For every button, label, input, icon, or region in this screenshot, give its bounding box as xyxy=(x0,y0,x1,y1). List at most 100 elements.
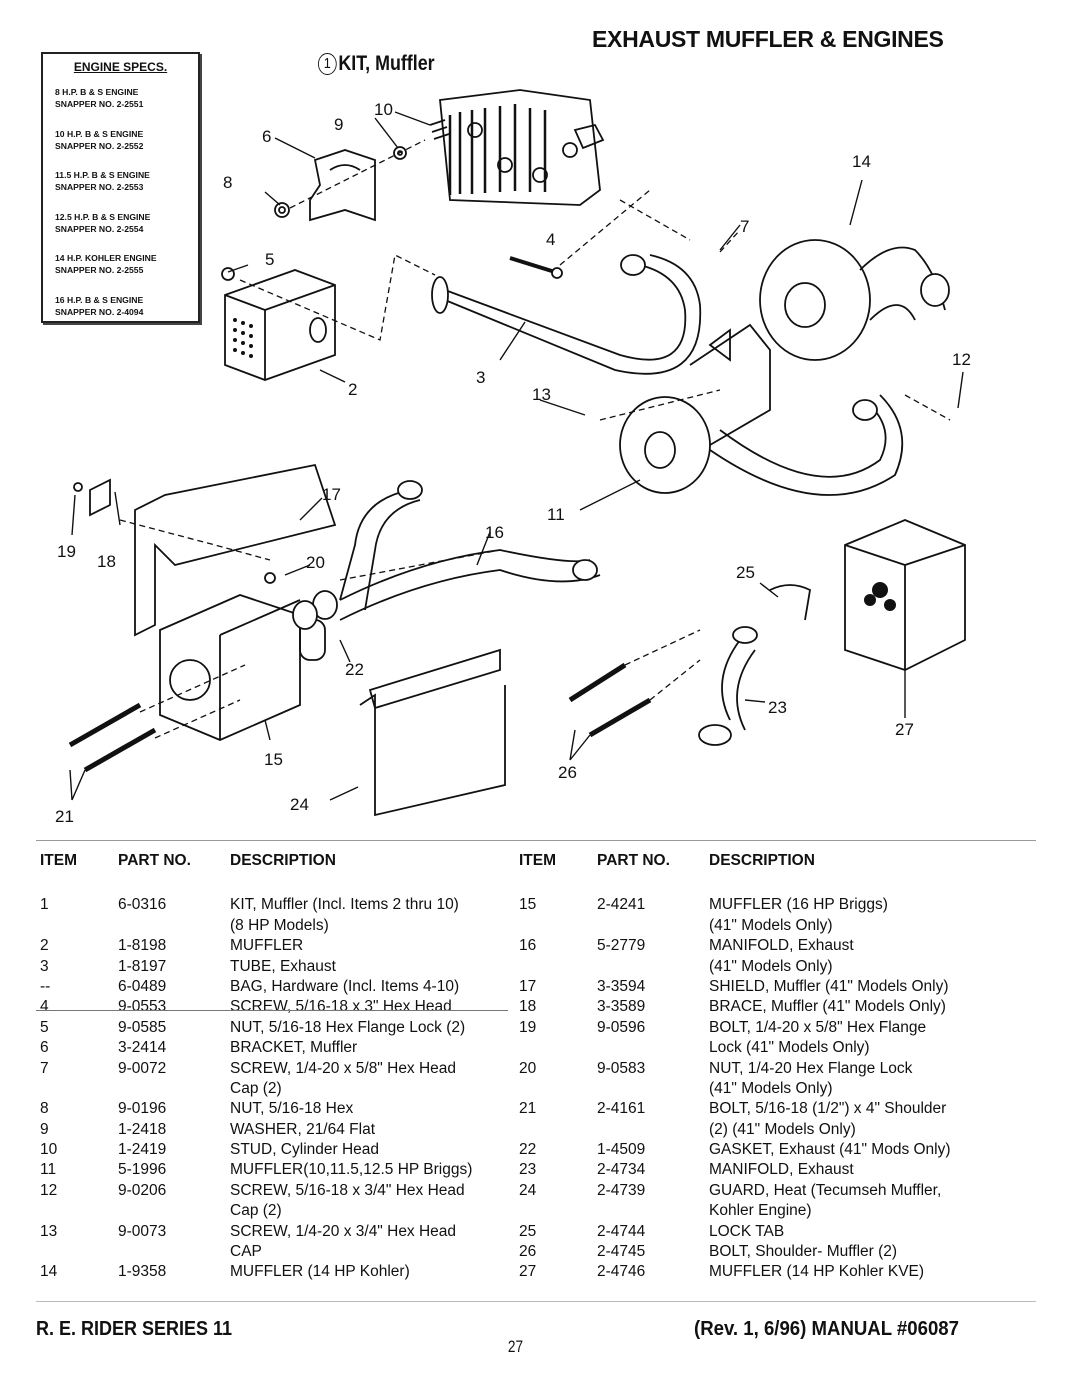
part-no-cell: 1-9358 xyxy=(118,1263,167,1281)
table-row: 25 2-4744 LOCK TAB xyxy=(519,1223,999,1243)
description-cell: BOLT, 1/4-20 x 5/8" Hex Flange xyxy=(709,1018,927,1036)
table-row: (8 HP Models) xyxy=(40,917,520,937)
muffler-15-drawing xyxy=(159,594,326,741)
item-cell: 16 xyxy=(519,937,537,955)
item-cell xyxy=(519,1039,597,1059)
heat-guard-drawing xyxy=(359,648,506,817)
description-cell: (41" Models Only) xyxy=(709,957,833,975)
part-no-cell xyxy=(118,917,230,937)
engine-spec-engine: 10 H.P. B & S ENGINE xyxy=(55,128,144,139)
description-cell: BOLT, Shoulder- Muffler (2) xyxy=(709,1243,898,1261)
part-no-cell: 9-0585 xyxy=(118,1018,167,1036)
engine-specs-title: ENGINE SPECS. xyxy=(73,60,168,74)
table-row: CAP xyxy=(40,1243,520,1263)
callout-7: 7 xyxy=(740,217,749,236)
manifold-16-drawing xyxy=(339,549,601,621)
part-no-cell: 3-3594 xyxy=(597,977,646,995)
callout-20: 20 xyxy=(306,553,325,572)
item-cell: 12 xyxy=(40,1181,58,1199)
part-no-cell: 2-4161 xyxy=(597,1100,646,1118)
table-row: 19 9-0596 BOLT, 1/4-20 x 5/8" Hex Flange xyxy=(519,1019,999,1039)
engine-spec-snapper-no: SNAPPER NO. 2-4094 xyxy=(55,306,144,317)
part-no-cell: 3-3589 xyxy=(597,998,646,1016)
item-cell: 23 xyxy=(519,1161,537,1179)
item-cell xyxy=(40,917,118,937)
item-cell: 14 xyxy=(40,1263,58,1281)
description-cell: Kohler Engine) xyxy=(709,1202,812,1220)
item-cell: 19 xyxy=(519,1018,537,1036)
part-no-cell: 3-2414 xyxy=(118,1039,167,1057)
part-no-cell xyxy=(597,1039,709,1059)
header-item: ITEM xyxy=(40,852,78,869)
footer-manual: (Rev. 1, 6/96) MANUAL #06087 xyxy=(694,1318,960,1340)
part-no-cell: 2-4744 xyxy=(597,1222,646,1240)
callout-12: 12 xyxy=(952,350,971,369)
callout-10: 10 xyxy=(374,100,393,119)
part-no-cell: 9-0196 xyxy=(118,1100,167,1118)
table-top-rule xyxy=(36,840,1036,841)
description-cell: NUT, 1/4-20 Hex Flange Lock xyxy=(709,1059,913,1077)
part-no-cell: 2-4241 xyxy=(597,896,646,914)
part-no-cell: 2-4734 xyxy=(597,1161,646,1179)
item-cell xyxy=(40,1243,118,1263)
engine-spec-snapper-no: SNAPPER NO. 2-2551 xyxy=(55,99,144,109)
item-cell xyxy=(519,1121,597,1141)
callout-9: 9 xyxy=(334,115,343,134)
description-cell: MANIFOLD, Exhaust xyxy=(709,937,854,955)
callout-25: 25 xyxy=(736,563,755,582)
table-row: Kohler Engine) xyxy=(519,1202,999,1222)
item-cell: 26 xyxy=(519,1243,537,1261)
callout-18: 18 xyxy=(97,552,116,571)
description-cell: LOCK TAB xyxy=(709,1222,785,1240)
item-cell: 13 xyxy=(40,1222,58,1240)
part-no-cell: 2-4739 xyxy=(597,1181,646,1199)
engine-spec-item: 14 H.P. KOHLER ENGINE SNAPPER NO. 2-2555 xyxy=(55,252,198,276)
part-no-cell: 9-0596 xyxy=(597,1018,646,1036)
part-no-cell xyxy=(597,1121,709,1141)
engine-spec-snapper-no: SNAPPER NO. 2-2555 xyxy=(55,265,144,275)
callout-5: 5 xyxy=(265,250,274,269)
table-bottom-rule xyxy=(36,1301,1036,1302)
item-cell: 24 xyxy=(519,1181,537,1199)
engine-spec-engine: 14 H.P. KOHLER ENGINE xyxy=(55,253,157,263)
description-cell: BRACE, Muffler (41" Models Only) xyxy=(709,998,946,1016)
engine-spec-engine: 12.5 H.P. B & S ENGINE xyxy=(55,211,151,222)
item-cell: 9 xyxy=(40,1120,49,1138)
item-cell xyxy=(519,1080,597,1100)
item-cell: 15 xyxy=(519,896,537,914)
muffler-11-drawing xyxy=(619,323,904,496)
description-cell: (41" Models Only) xyxy=(709,1079,833,1097)
table-row: (41" Models Only) xyxy=(519,958,999,978)
item-cell: 1 xyxy=(40,896,49,914)
footer-series: R. E. RIDER SERIES 11 xyxy=(36,1318,233,1340)
item-cell: 11 xyxy=(40,1161,57,1179)
callout-4: 4 xyxy=(546,230,555,249)
table-row: 26 2-4745 BOLT, Shoulder- Muffler (2) xyxy=(519,1243,999,1263)
part-no-cell: 2-4746 xyxy=(597,1263,646,1281)
description-cell: (41" Models Only) xyxy=(709,916,833,934)
table-row: Lock (41" Models Only) xyxy=(519,1039,999,1059)
item-cell: 17 xyxy=(519,977,537,995)
part-no-cell xyxy=(597,1080,709,1100)
part-no-cell xyxy=(118,1080,230,1100)
item-cell: 25 xyxy=(519,1222,537,1240)
table-row: (2) (41" Models Only) xyxy=(519,1121,999,1141)
item-cell: 6 xyxy=(40,1039,49,1057)
part-no-cell: 2-4745 xyxy=(597,1243,646,1261)
part-no-cell: 5-1996 xyxy=(118,1161,167,1179)
header-part-no: PART NO. xyxy=(118,852,191,869)
shield-drawing xyxy=(134,463,337,637)
